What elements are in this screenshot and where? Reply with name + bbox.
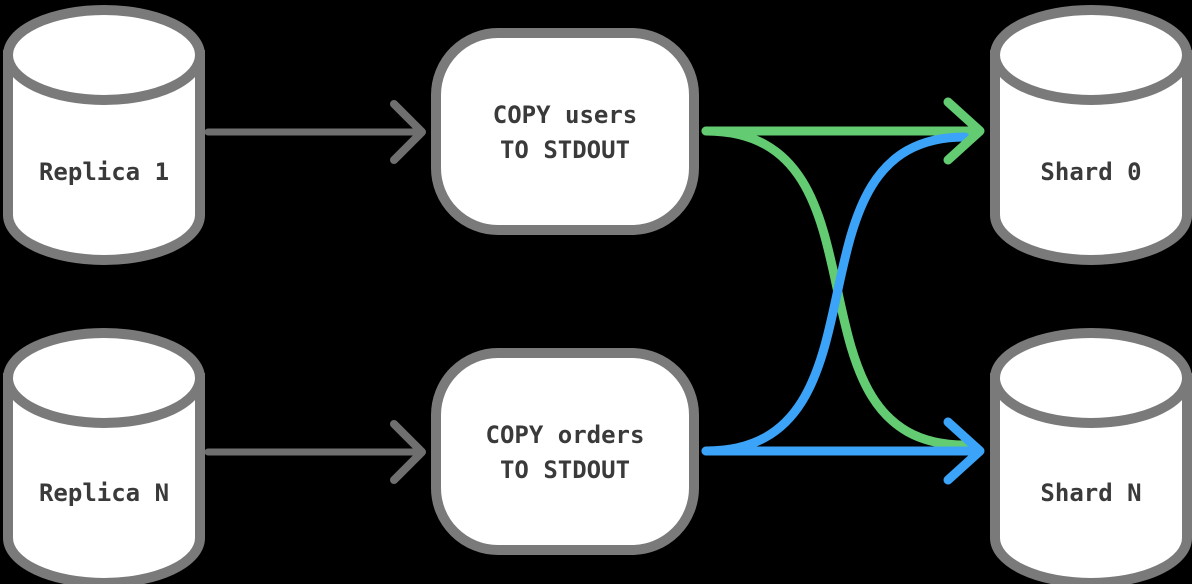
database-cylinder-icon <box>990 50 1192 265</box>
node-replica-n: Replica N <box>3 328 205 584</box>
blue-arrowhead-shardN <box>943 417 985 485</box>
database-cylinder-icon <box>3 50 205 265</box>
database-cylinder-top <box>990 5 1192 105</box>
arrowhead <box>390 100 426 164</box>
node-shard-0: Shard 0 <box>990 5 1192 265</box>
replica-1-label: Replica 1 <box>39 158 169 186</box>
database-cylinder-top <box>3 328 205 428</box>
database-cylinder-top <box>990 328 1192 428</box>
database-cylinder-icon <box>990 373 1192 584</box>
database-cylinder-top <box>3 5 205 105</box>
shard-n-label: Shard N <box>1040 479 1141 507</box>
copy-users-label-line1: COPY users <box>493 101 638 129</box>
copy-users-label-line2: TO STDOUT <box>500 136 630 164</box>
database-cylinder-icon <box>3 373 205 584</box>
arrow-replica1-to-copy-users <box>204 100 426 164</box>
copy-orders-label-line1: COPY orders <box>486 421 645 449</box>
copy-orders-label-line2: TO STDOUT <box>500 456 630 484</box>
shard-0-label: Shard 0 <box>1040 158 1141 186</box>
node-shard-n: Shard N <box>990 328 1192 584</box>
node-copy-users: COPY users TO STDOUT <box>431 28 699 235</box>
node-replica-1: Replica 1 <box>3 5 205 265</box>
green-arrowhead-shard0 <box>943 97 985 165</box>
process-box <box>431 28 699 235</box>
arrow-replicaN-to-copy-orders <box>204 420 426 484</box>
edge-orders-to-shard0 <box>701 132 970 456</box>
node-copy-orders: COPY orders TO STDOUT <box>431 348 699 555</box>
process-box <box>431 348 699 555</box>
arrowhead <box>390 420 426 484</box>
replica-n-label: Replica N <box>39 479 169 507</box>
